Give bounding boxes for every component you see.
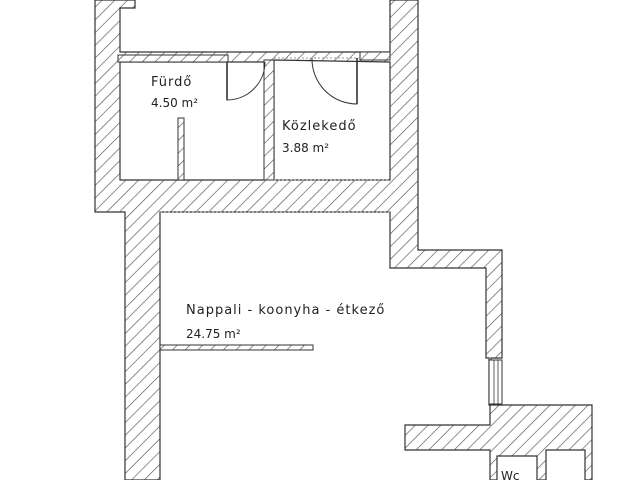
wall-outline	[94, 0, 593, 480]
hallway-door-swing	[311, 57, 358, 105]
bathroom-door-swing	[226, 61, 266, 101]
hallway-area: 3.88 m²	[282, 141, 329, 155]
living-area: 24.75 m²	[186, 327, 241, 341]
bathroom-name: Fürdő	[151, 75, 192, 90]
living-name: Nappali - koonyha - étkező	[186, 303, 385, 318]
hallway-top-wall	[359, 51, 391, 61]
bathroom-area: 4.50 m²	[151, 96, 198, 110]
wc-name: Wc	[501, 469, 519, 480]
hallway-name: Közlekedő	[282, 119, 357, 134]
bathroom-partition	[177, 117, 185, 181]
bathroom-wall-block	[117, 54, 229, 63]
window	[488, 359, 503, 405]
kitchen-counter	[159, 344, 314, 351]
hallway-partition	[263, 59, 275, 181]
